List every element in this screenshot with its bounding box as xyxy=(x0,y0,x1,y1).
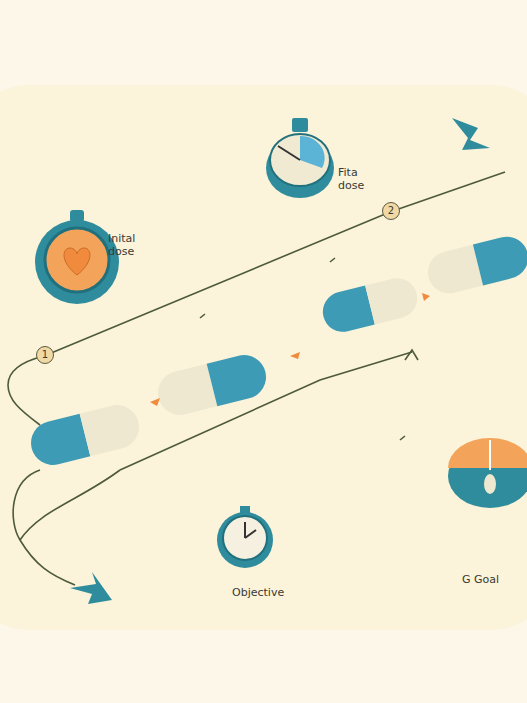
icon-label: Objective xyxy=(232,586,312,599)
heart-icon xyxy=(35,210,119,304)
callout-number: 2 xyxy=(382,202,400,220)
panel xyxy=(0,85,527,630)
capsule xyxy=(26,232,527,469)
callout-number: 1 xyxy=(36,346,54,364)
direction-arrow xyxy=(70,118,490,604)
icon-label: Inital dose xyxy=(108,232,158,258)
timeline-line xyxy=(8,172,505,585)
icon-label: Fita dose xyxy=(338,166,378,192)
gauge-icon xyxy=(448,438,527,508)
timer-icon xyxy=(266,118,334,198)
icon-label: G Goal xyxy=(462,573,522,586)
clock-icon xyxy=(217,506,273,568)
